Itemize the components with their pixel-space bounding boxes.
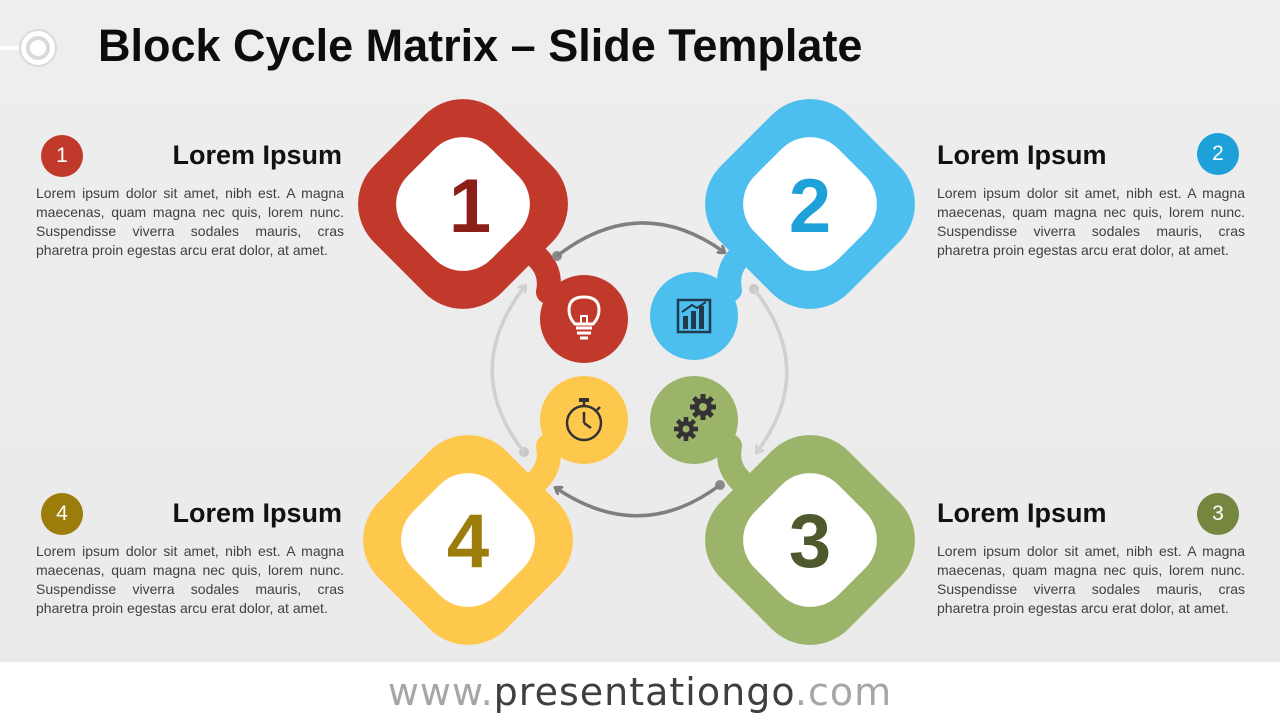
block-number-1: 1 <box>449 164 491 249</box>
heading-4: Lorem Ipsum <box>172 498 342 528</box>
block-4: 4 <box>363 376 628 645</box>
footer-url-brand: presentationgo <box>493 670 795 714</box>
lightbulb-icon <box>567 295 601 340</box>
body-3: Lorem ipsum dolor sit amet, nibh est. A … <box>937 543 1245 616</box>
body-1: Lorem ipsum dolor sit amet, nibh est. A … <box>36 185 344 258</box>
badge-3: 3 <box>1197 493 1239 535</box>
footer-url-suffix: .com <box>794 670 893 714</box>
footer-bar <box>0 662 1280 720</box>
title-decoration-icon <box>0 29 57 67</box>
block-number-3: 3 <box>789 499 831 584</box>
badge-4: 4 <box>41 493 83 535</box>
block-2: 2 <box>650 99 915 360</box>
body-2: Lorem ipsum dolor sit amet, nibh est. A … <box>937 185 1245 258</box>
block-1: 1 <box>358 99 628 363</box>
badge-2: 2 <box>1197 133 1239 175</box>
heading-1: Lorem Ipsum <box>172 140 342 170</box>
block-3: 3 <box>650 376 915 645</box>
cycle-arrow-1-to-2 <box>555 221 724 258</box>
gears-icon <box>674 394 716 441</box>
body-4: Lorem ipsum dolor sit amet, nibh est. A … <box>36 543 344 616</box>
stopwatch-icon <box>565 398 603 442</box>
block-number-4: 4 <box>447 499 489 584</box>
slide-background <box>0 0 1280 662</box>
cycle-arrow-4-to-1 <box>490 286 525 454</box>
block-number-2: 2 <box>789 164 831 249</box>
cycle-arrow-2-to-3 <box>752 287 789 452</box>
bar-chart-icon <box>676 298 712 334</box>
heading-3: Lorem Ipsum <box>937 498 1107 528</box>
block-cycle-diagram: 1 2 3 4 <box>358 99 915 645</box>
footer-url: www.presentationgo.com <box>0 670 1280 714</box>
badge-1: 1 <box>41 135 83 177</box>
heading-2: Lorem Ipsum <box>937 140 1107 170</box>
cycle-arrow-3-to-4 <box>556 483 722 518</box>
footer-url-prefix: www. <box>387 670 494 714</box>
slide-title: Block Cycle Matrix – Slide Template <box>98 20 863 71</box>
